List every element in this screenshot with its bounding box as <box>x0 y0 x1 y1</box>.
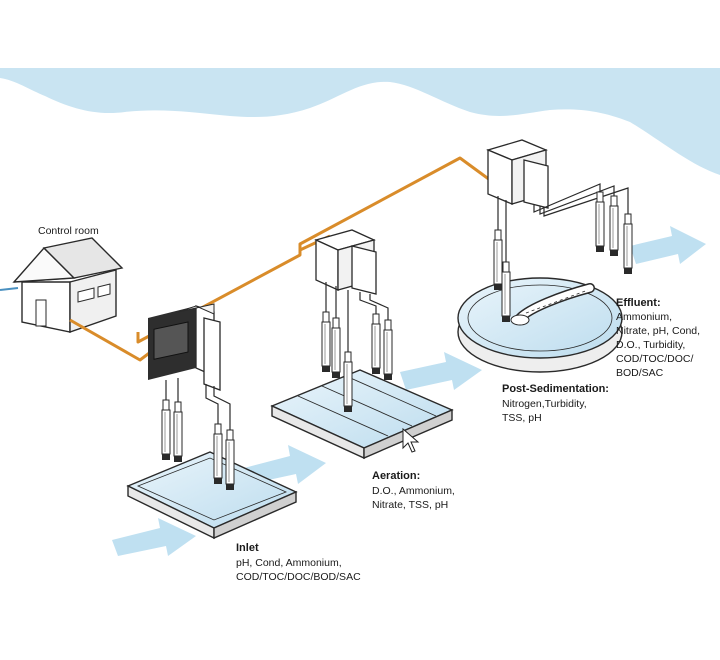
inlet-label: Inlet pH, Cond, Ammonium, COD/TOC/DOC/BO… <box>236 542 361 583</box>
effluent-label: Effluent: Ammonium, Nitrate, pH, Cond, D… <box>616 297 700 379</box>
control-room-label: Control room <box>38 225 99 237</box>
post-sedimentation-param-line: Nitrogen,Turbidity, <box>502 398 587 410</box>
flow-arrow-effluent <box>630 226 706 264</box>
aeration-param-line: D.O., Ammonium, <box>372 485 455 497</box>
post-sedimentation-title: Post-Sedimentation: <box>502 383 609 395</box>
flow-arrow-inlet-aeration <box>244 445 326 484</box>
effluent-param-line: Nitrate, pH, Cond, <box>616 325 700 337</box>
flow-arrow-inlet <box>112 518 196 556</box>
aeration-label: Aeration: D.O., Ammonium, Nitrate, TSS, … <box>372 470 455 511</box>
inlet-title: Inlet <box>236 542 259 554</box>
effluent-title: Effluent: <box>616 297 661 309</box>
effluent-param-line: Ammonium, <box>616 311 672 323</box>
sensor-cables <box>165 183 629 430</box>
inlet-tank <box>126 451 298 540</box>
controller-inlet <box>148 303 221 391</box>
inlet-param-line: pH, Cond, Ammonium, <box>236 557 342 569</box>
controller-post-sedimentation <box>486 139 549 209</box>
effluent-param-line: BOD/SAC <box>616 367 664 379</box>
river <box>0 68 720 175</box>
mouse-cursor-icon <box>402 427 420 453</box>
effluent-sensors <box>595 191 633 275</box>
inlet-param-line: COD/TOC/DOC/BOD/SAC <box>236 571 361 583</box>
effluent-param-line: D.O., Turbidity, <box>616 339 685 351</box>
control-room-house <box>0 237 124 333</box>
post-sedimentation-label: Post-Sedimentation: Nitrogen,Turbidity, … <box>502 383 609 424</box>
controller-aeration <box>314 229 377 295</box>
aeration-param-line: Nitrate, TSS, pH <box>372 499 448 511</box>
post-sedimentation-param-line: TSS, pH <box>502 412 542 424</box>
network-cable <box>69 156 491 362</box>
aeration-title: Aeration: <box>372 470 420 482</box>
flow-arrow-aeration-post <box>400 352 482 390</box>
effluent-param-line: COD/TOC/DOC/ <box>616 353 693 365</box>
clarifier-tank <box>457 277 623 373</box>
